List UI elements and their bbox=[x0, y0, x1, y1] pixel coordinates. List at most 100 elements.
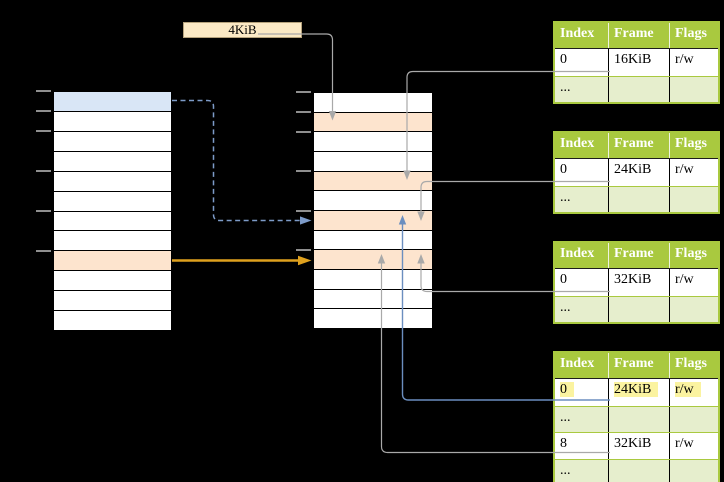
column-header-flags: Flags bbox=[669, 353, 718, 378]
middle-cell-5 bbox=[314, 191, 432, 212]
highlighted-value: 0 bbox=[560, 382, 574, 397]
arrow-dashed-left-to-middle bbox=[172, 99, 312, 225]
table-cell: r/w bbox=[669, 269, 718, 296]
table-cell bbox=[608, 296, 669, 322]
boundary-tick bbox=[36, 250, 51, 252]
left-cell-7 bbox=[54, 231, 171, 252]
table-cell bbox=[669, 406, 718, 432]
middle-cell-7 bbox=[314, 230, 432, 251]
left-cell-4 bbox=[54, 171, 171, 192]
boundary-tick bbox=[36, 90, 51, 92]
table-cell: 0 bbox=[555, 379, 608, 406]
table-cell: r/w bbox=[669, 49, 718, 76]
middle-frame-column bbox=[313, 92, 433, 329]
boundary-tick bbox=[296, 130, 311, 133]
table-cell bbox=[608, 76, 669, 102]
page-size-label: 4KiB bbox=[183, 22, 302, 38]
table-row: 0 24KiB r/w bbox=[555, 379, 718, 406]
column-header-flags: Flags bbox=[669, 133, 718, 158]
table-cell: 32KiB bbox=[608, 433, 669, 459]
table-cell: r/w bbox=[669, 433, 718, 459]
table-cell: 0 bbox=[560, 272, 567, 287]
table-row: ... bbox=[555, 185, 718, 212]
left-cell-8 bbox=[54, 251, 171, 272]
table-cell: 0 bbox=[560, 162, 567, 177]
boundary-tick bbox=[36, 170, 51, 172]
boundary-tick bbox=[296, 209, 311, 212]
column-header-frame: Frame bbox=[608, 243, 669, 268]
table-cell: ... bbox=[560, 299, 571, 315]
table-cell bbox=[669, 186, 718, 212]
middle-cell-11 bbox=[314, 309, 432, 329]
column-header-frame: Frame bbox=[608, 133, 669, 158]
column-header-index: Index bbox=[560, 136, 595, 151]
boundary-tick bbox=[36, 130, 51, 132]
left-cell-5 bbox=[54, 191, 171, 212]
left-cell-9 bbox=[54, 271, 171, 292]
column-header-frame: Frame bbox=[608, 353, 669, 378]
highlighted-value: r/w bbox=[675, 382, 701, 397]
left-address-column bbox=[53, 91, 172, 331]
highlighted-value: 24KiB bbox=[614, 382, 659, 397]
table-row: ... bbox=[555, 295, 718, 322]
boundary-tick bbox=[296, 110, 311, 113]
boundary-tick bbox=[36, 110, 51, 112]
middle-cell-1 bbox=[314, 112, 432, 133]
table-cell: 32KiB bbox=[608, 269, 669, 296]
table-cell bbox=[669, 76, 718, 102]
boundary-tick bbox=[296, 91, 311, 93]
table-cell: ... bbox=[560, 79, 571, 95]
column-header-index: Index bbox=[560, 26, 595, 41]
middle-cell-10 bbox=[314, 289, 432, 310]
table-row: ... bbox=[555, 405, 718, 432]
left-cell-11 bbox=[54, 311, 171, 331]
table-cell: 24KiB bbox=[608, 379, 669, 406]
left-cell-6 bbox=[54, 211, 171, 232]
left-cell-1 bbox=[54, 111, 171, 132]
arrow-orange-left-to-middle bbox=[172, 255, 312, 266]
table-cell: ... bbox=[560, 409, 571, 425]
table-cell: r/w bbox=[669, 159, 718, 186]
table-cell: 24KiB bbox=[608, 159, 669, 186]
boundary-tick bbox=[296, 249, 311, 251]
column-header-flags: Flags bbox=[669, 23, 718, 48]
table-cell: 16KiB bbox=[608, 49, 669, 76]
table-row: ... bbox=[555, 458, 718, 482]
table-cell bbox=[669, 296, 718, 322]
boundary-tick bbox=[296, 170, 311, 172]
table-cell: ... bbox=[560, 189, 571, 205]
table-cell: r/w bbox=[669, 379, 718, 406]
left-cell-0 bbox=[54, 92, 171, 112]
middle-cell-9 bbox=[314, 270, 432, 290]
middle-cell-8 bbox=[314, 250, 432, 271]
table-cell: 8 bbox=[560, 436, 567, 451]
middle-cell-3 bbox=[314, 152, 432, 172]
table-row: ... bbox=[555, 75, 718, 102]
left-cell-10 bbox=[54, 291, 171, 312]
middle-cell-6 bbox=[314, 211, 432, 231]
column-header-index: Index bbox=[560, 246, 595, 261]
page-size-text: 4KiB bbox=[228, 22, 257, 37]
left-cell-3 bbox=[54, 151, 171, 172]
table-cell: ... bbox=[560, 462, 571, 478]
column-header-frame: Frame bbox=[608, 23, 669, 48]
middle-cell-2 bbox=[314, 132, 432, 153]
middle-cell-0 bbox=[314, 93, 432, 113]
column-header-flags: Flags bbox=[669, 243, 718, 268]
table-cell bbox=[608, 459, 669, 482]
table-cell bbox=[669, 459, 718, 482]
boundary-tick bbox=[36, 210, 51, 212]
table-cell: 0 bbox=[560, 52, 567, 67]
